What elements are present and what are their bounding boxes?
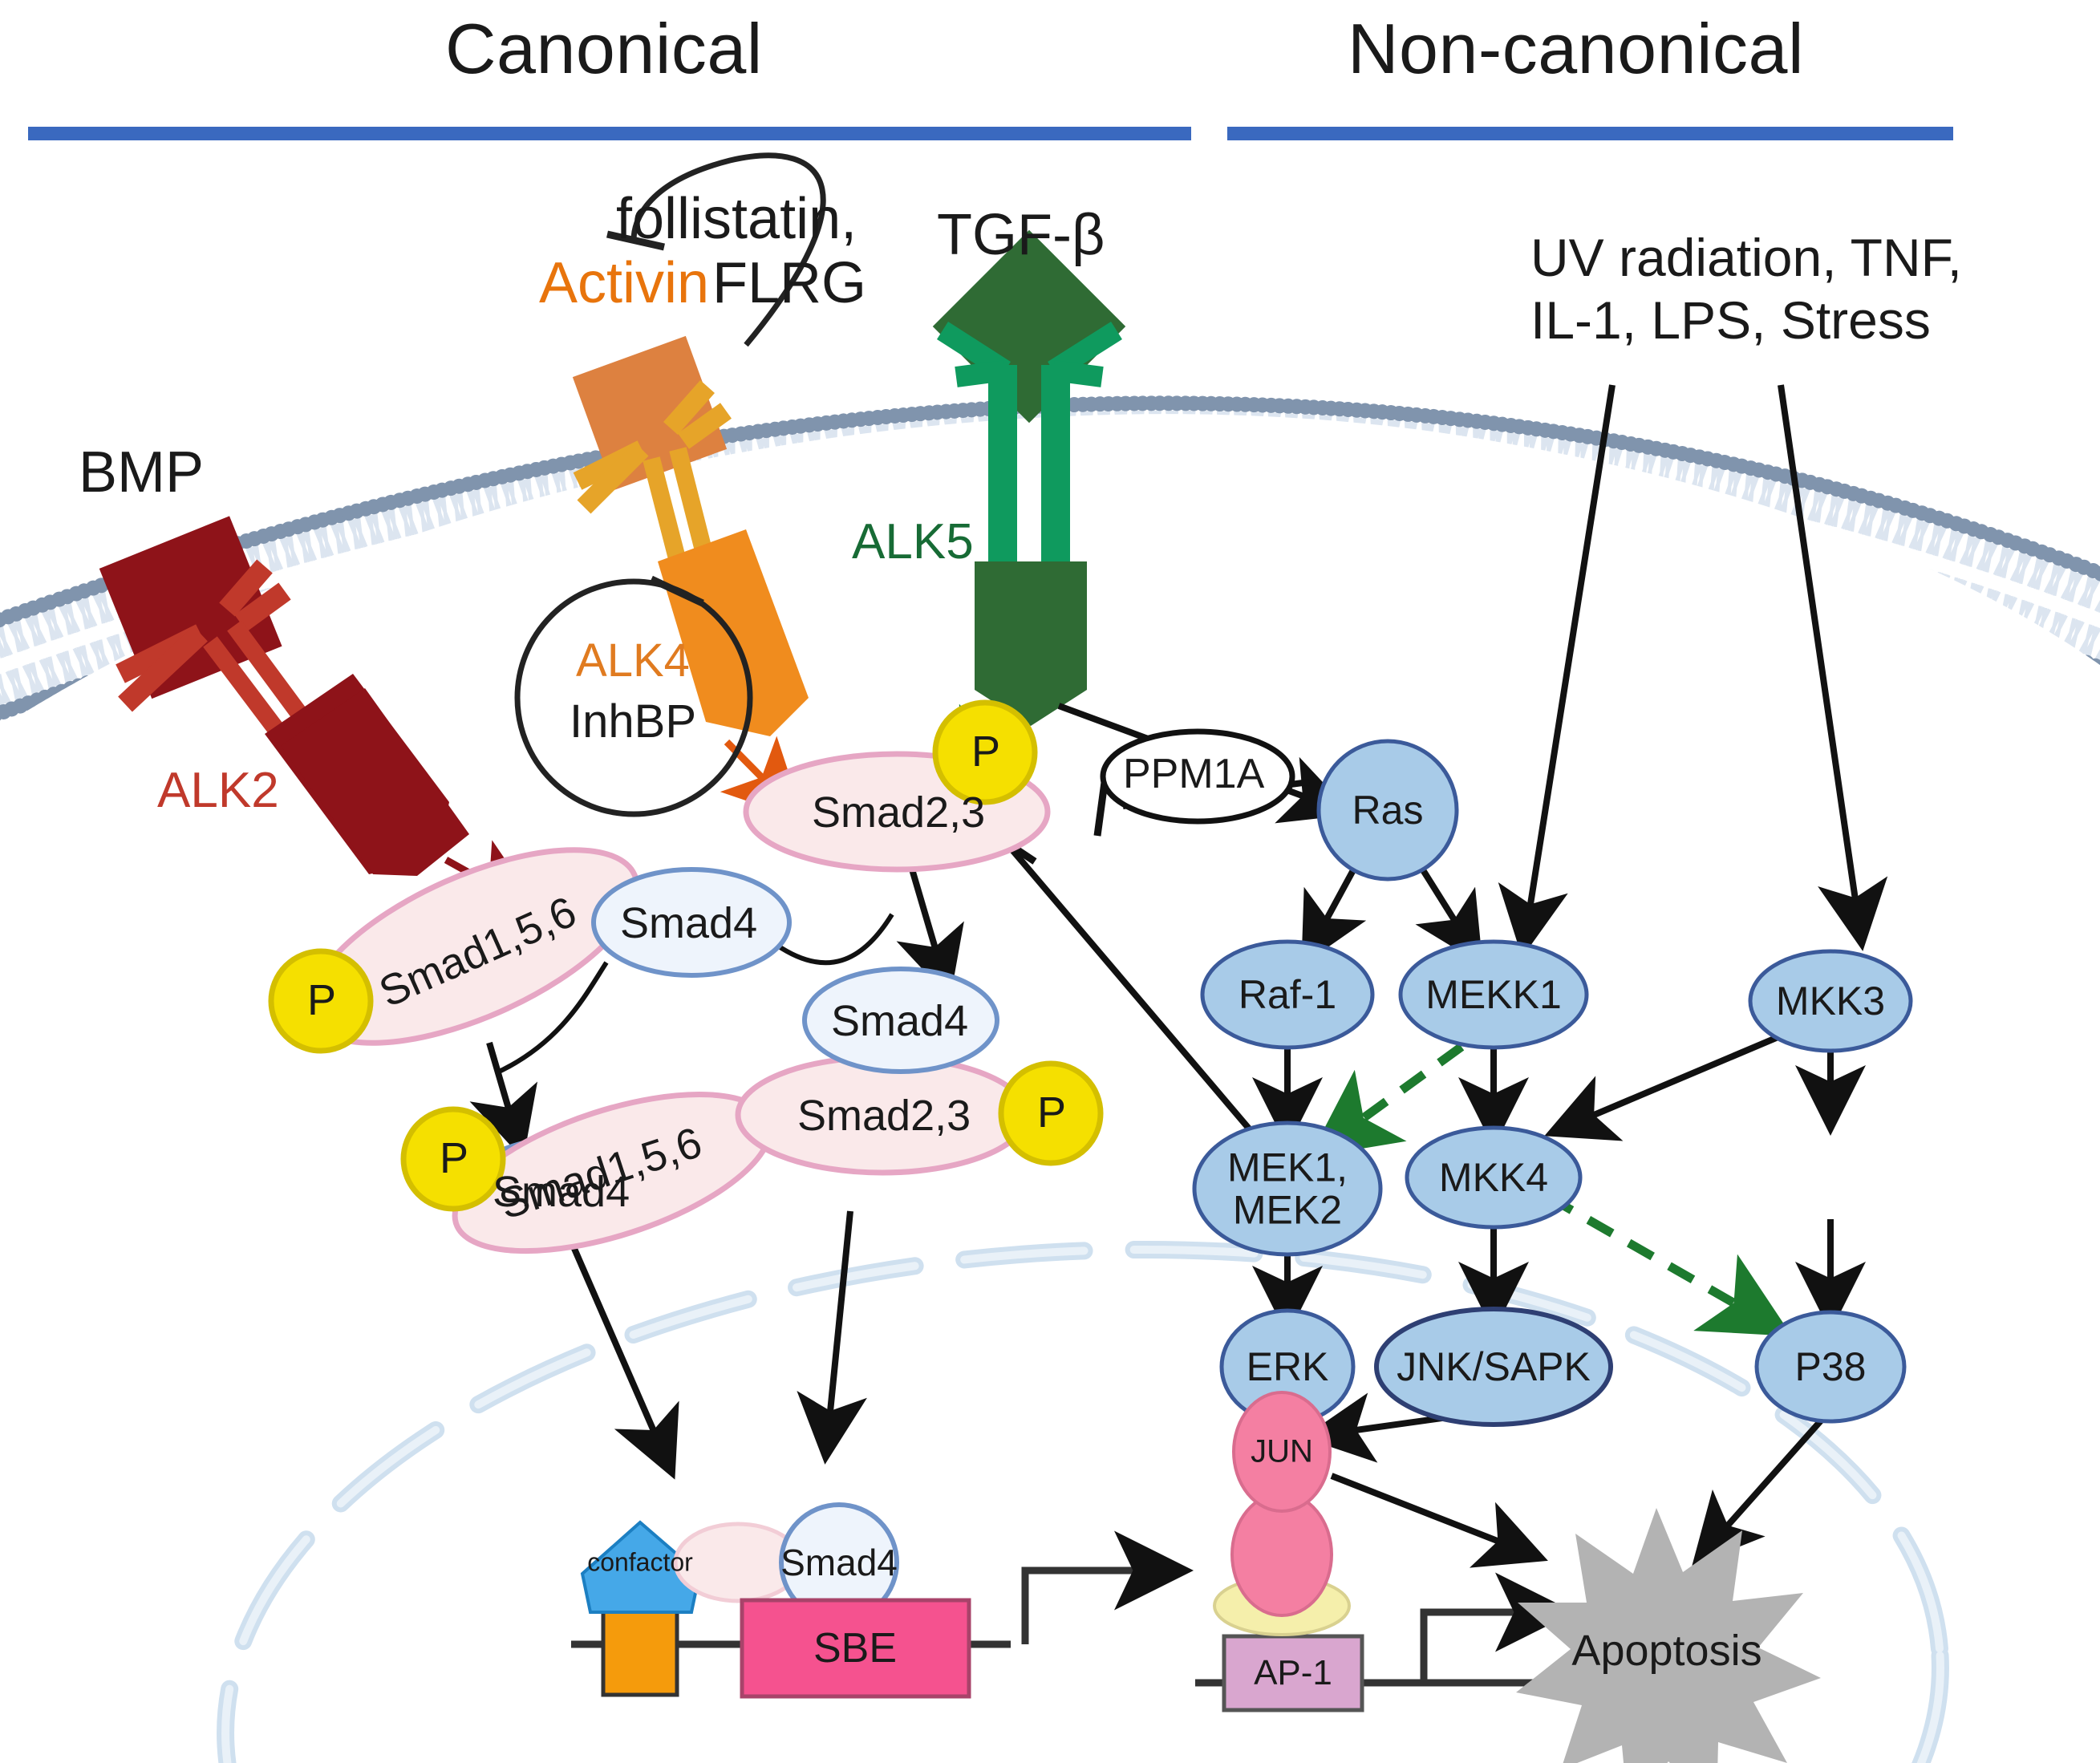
receptor-label-alk2: ALK2 xyxy=(157,763,279,818)
node-label-smad23-receptor: Smad2,3 xyxy=(812,788,986,837)
node-label-mkk4: MKK4 xyxy=(1438,1154,1549,1200)
bmp-receptor-complex xyxy=(99,516,542,914)
node-label-raf1: Raf-1 xyxy=(1238,971,1337,1017)
smad-node-shapes xyxy=(268,699,1295,1254)
phospho-badge-smad156-receptor: P xyxy=(307,976,337,1024)
node-label-smad23-complex: Smad2,3 xyxy=(797,1092,971,1140)
phospho-badge-smad23-complex: P xyxy=(1037,1088,1067,1137)
ligand-label-bmp: BMP xyxy=(79,440,205,505)
ligand-label-activin: Activin xyxy=(539,251,710,315)
inhibitor-label-follistatin: follistatin, xyxy=(616,187,857,251)
node-label-p38: P38 xyxy=(1794,1344,1867,1389)
node-label-apoptosis: Apoptosis xyxy=(1571,1627,1762,1675)
inhibitor-label-inhbp: InhBP xyxy=(570,695,696,748)
node-label-jnk-sapk: JNK/SAPK xyxy=(1397,1344,1591,1389)
apoptosis-starburst xyxy=(1516,1508,1821,1763)
alk4-inhbp-loop xyxy=(514,575,753,817)
node-label-smad4-complex-right: Smad4 xyxy=(831,997,969,1045)
mapk-node-shapes xyxy=(1192,739,1913,1427)
inhibitor-label-alk4: ALK4 xyxy=(576,634,690,687)
node-label-smad4-free-upper: Smad4 xyxy=(620,899,758,947)
node-label-erk: ERK xyxy=(1246,1344,1329,1389)
follistatin-inhibition-loop xyxy=(606,152,826,347)
header-non-canonical: Non-canonical xyxy=(1348,9,1805,88)
node-label-smad4-free-mid: Smad4 xyxy=(493,1168,630,1216)
node-label-mkk3: MKK3 xyxy=(1775,978,1886,1023)
phospho-badge-smad156-complex: P xyxy=(440,1134,469,1182)
node-label-ras: Ras xyxy=(1352,787,1424,833)
node-label-sbe: SBE xyxy=(813,1625,898,1672)
crosstalk-dashed-arrows xyxy=(1309,1043,1793,1336)
ap1-promoter-module xyxy=(1195,1391,1821,1763)
stimuli-label: UV radiation, TNF, IL-1, LPS, Stress xyxy=(1530,228,1962,350)
node-label-smad4-nuclear: Smad4 xyxy=(780,1542,898,1583)
node-label-mek12: MEK1, MEK2 xyxy=(1226,1145,1348,1232)
phospho-badge-smad23-receptor: P xyxy=(971,727,1001,776)
node-label-mekk1: MEKK1 xyxy=(1425,971,1562,1017)
header-canonical: Canonical xyxy=(445,9,763,88)
inhibitor-label-flrg: FLRG xyxy=(712,251,867,315)
node-label-ap1: AP-1 xyxy=(1254,1653,1332,1692)
divider-left xyxy=(28,127,1191,140)
nuclear-envelope xyxy=(217,1240,1949,1763)
sbe-promoter-module xyxy=(571,1502,1194,1699)
node-label-confactor: confactor xyxy=(587,1547,693,1577)
tgfb-receptor-complex xyxy=(932,229,1354,824)
receptor-label-alk5: ALK5 xyxy=(852,514,974,569)
divider-right xyxy=(1227,127,1953,140)
node-label-jun: JUN xyxy=(1251,1433,1313,1469)
node-label-ppm1a: PPM1A xyxy=(1123,751,1265,797)
ligand-label-tgfb: TGF-β xyxy=(937,203,1105,267)
